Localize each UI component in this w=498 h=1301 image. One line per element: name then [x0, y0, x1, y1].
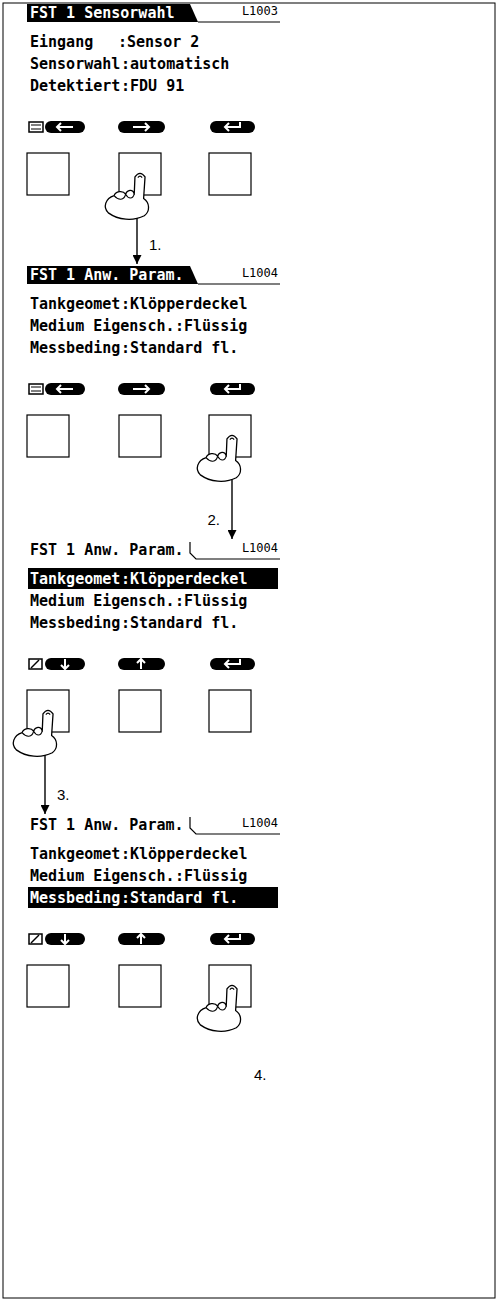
menu-value: :Flüssig	[175, 591, 247, 611]
screen-title: FST 1 Anw. Param.	[30, 816, 184, 834]
menu-label: Tankgeomet	[30, 569, 120, 589]
screen-title: FST 1 Anw. Param.	[30, 266, 184, 284]
screen-code: L1004	[242, 816, 278, 830]
screen-title: FST 1 Anw. Param.	[30, 541, 184, 559]
lcd-screen: FST 1 Anw. Param. L1004Tankgeomet:Klöpper…	[27, 266, 280, 457]
menu-label: Messbeding	[30, 613, 120, 633]
menu-value: :Standard fl.	[121, 888, 238, 908]
menu-value: :Flüssig	[175, 316, 247, 336]
menu-value: :Flüssig	[175, 866, 247, 886]
menu-value: :Standard fl.	[121, 613, 238, 633]
lcd-screen: FST 1 Sensorwahl L1003Eingang :Sensor 2Sen…	[27, 4, 280, 195]
screen-code: L1003	[242, 4, 278, 18]
menu-value: :FDU 91	[121, 76, 184, 96]
step-number: 3.	[55, 786, 72, 803]
lcd-screen: FST 1 Anw. Param. L1004Tankgeomet:Klöpper…	[27, 541, 280, 732]
menu-label: Sensorwahl	[30, 54, 120, 74]
menu-label: Messbeding	[30, 338, 120, 358]
menu-value: :Klöpperdeckel	[121, 844, 247, 864]
screen-title: FST 1 Sensorwahl	[30, 4, 175, 22]
menu-value: :Sensor 2	[118, 32, 199, 52]
menu-value: :Klöpperdeckel	[121, 294, 247, 314]
menu-label: Messbeding	[30, 888, 120, 908]
step-number: 1.	[147, 236, 164, 253]
menu-value: :Standard fl.	[121, 338, 238, 358]
menu-label: Eingang	[30, 32, 93, 52]
screen-code: L1004	[242, 266, 278, 280]
menu-label: Medium Eigensch.	[30, 316, 175, 336]
menu-value: :Klöpperdeckel	[121, 569, 247, 589]
step-number: 4.	[252, 1066, 269, 1083]
menu-label: Medium Eigensch.	[30, 866, 175, 886]
menu-label: Detektiert	[30, 76, 120, 96]
menu-value: :automatisch	[121, 54, 229, 74]
step-number: 2.	[205, 511, 222, 528]
lcd-screen: FST 1 Anw. Param. L1004Tankgeomet:Klöpper…	[27, 816, 280, 1007]
menu-label: Tankgeomet	[30, 844, 120, 864]
screen-code: L1004	[242, 541, 278, 555]
menu-label: Medium Eigensch.	[30, 591, 175, 611]
menu-label: Tankgeomet	[30, 294, 120, 314]
